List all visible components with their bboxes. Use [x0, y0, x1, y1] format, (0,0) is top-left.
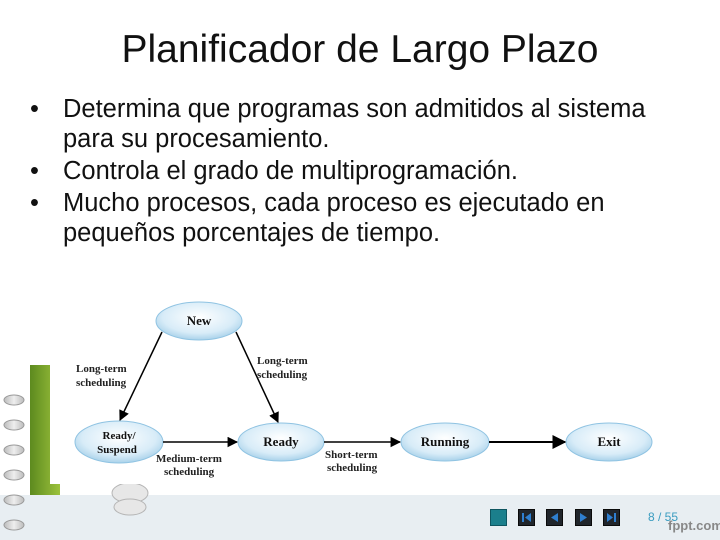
bullet-item: • Mucho procesos, cada proceso es ejecuta…: [28, 188, 698, 248]
page-number: 8 / 55: [648, 510, 679, 524]
scheduling-diagram-svg: New Ready/ Suspend Ready Running Exit Lo…: [74, 301, 653, 478]
edge-label-medium-term: Medium-term: [156, 453, 222, 465]
bullet-text: Determina que programas son admitidos al…: [63, 95, 646, 153]
scheduling-diagram: New Ready/ Suspend Ready Running Exit Lo…: [50, 290, 654, 484]
edge-label-long-term-left: Long-term: [76, 363, 127, 375]
bullet-text: Controla el grado de multiprogramación.: [63, 157, 518, 185]
node-label-exit: Exit: [597, 434, 621, 449]
edge-label-long-term-left: scheduling: [76, 377, 127, 389]
home-nav-button[interactable]: [490, 509, 507, 526]
bullet-dot: •: [30, 189, 39, 217]
node-label-ready: Ready: [263, 434, 299, 449]
last-slide-icon: [607, 513, 616, 522]
edge-label-long-term-right: Long-term: [257, 355, 308, 367]
bullet-text: Mucho procesos, cada proceso es ejecutad…: [63, 189, 605, 247]
node-label-ready-suspend: Ready/: [103, 430, 137, 442]
bullet-dot: •: [30, 95, 39, 123]
next-slide-button[interactable]: [575, 509, 592, 526]
arrow-new-to-ready: [235, 331, 279, 423]
slide-title: Planificador de Largo Plazo: [121, 28, 599, 71]
node-new: [155, 301, 243, 341]
bullet-item: • Determina que programas son admitidos a…: [28, 94, 698, 154]
edge-label-long-term-right: scheduling: [257, 369, 308, 381]
node-label-new: New: [187, 313, 212, 328]
arrow-new-to-ready-suspend: [119, 331, 163, 421]
last-slide-button[interactable]: [603, 509, 620, 526]
first-slide-button[interactable]: [518, 509, 535, 526]
bullet-item: • Controla el grado de multiprogramación.: [28, 156, 698, 186]
brand-watermark: fppt.com: [668, 518, 720, 533]
previous-slide-button[interactable]: [546, 509, 563, 526]
edge-label-short-term: Short-term: [325, 449, 378, 461]
previous-slide-icon: [551, 513, 558, 522]
edge-label-medium-term: scheduling: [164, 466, 215, 478]
edge-label-short-term: scheduling: [327, 462, 378, 474]
next-slide-icon: [580, 513, 587, 522]
node-label-ready-suspend: Suspend: [97, 444, 137, 456]
bullet-list: • Determina que programas son admitidos a…: [28, 94, 698, 250]
bullet-dot: •: [30, 157, 39, 185]
first-slide-icon: [522, 513, 531, 522]
node-label-running: Running: [421, 434, 470, 449]
node-ready-suspend: [74, 420, 164, 464]
background-ring-decoration: [0, 365, 720, 540]
